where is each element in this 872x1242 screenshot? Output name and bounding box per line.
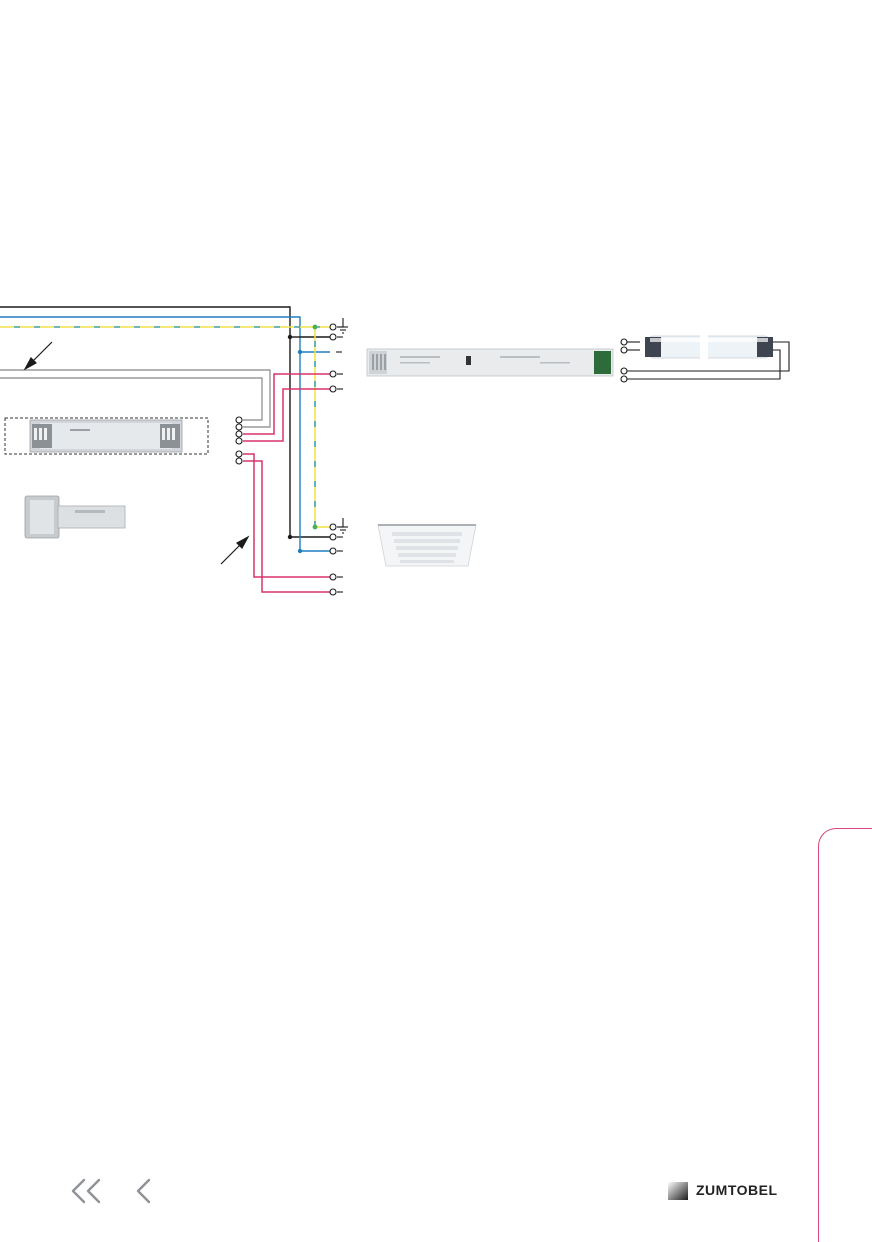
arrow-lower [220,535,250,565]
brand-footer: ZUMTOBEL [668,1180,778,1200]
terminals-lower [329,523,337,596]
previous-page-icon[interactable] [136,1178,151,1204]
main-supply-lines [0,306,330,552]
connector-terminals [235,416,243,465]
neutral-wire-top [0,316,330,552]
lamp-wiring [627,341,790,380]
earth-symbol-upper [337,318,348,334]
grey-wire-inner [0,377,263,421]
grey-wire-top [0,369,271,428]
through-wiring-connector-image [4,417,209,455]
terminal-stubs-upper [336,336,343,390]
junction-dots [287,324,318,554]
first-page-icon[interactable] [71,1178,101,1204]
terminal-stubs-lower [337,536,343,593]
lamp-terminals [620,338,628,383]
control-wires-red [243,373,330,593]
brand-name: ZUMTOBEL [696,1182,778,1198]
previous-page-button[interactable] [130,1175,156,1205]
ballast-image [366,348,614,377]
led-panel-image [377,524,477,567]
phase-wire-top [0,306,330,538]
first-page-button[interactable] [66,1175,100,1205]
side-tab [818,828,872,1242]
fluorescent-lamp-image [645,334,773,360]
terminal-block-image [24,495,126,539]
arrow-upper [23,341,53,371]
brand-logo-icon [668,1182,688,1200]
terminals-upper [329,323,337,393]
earth-symbol-lower [337,518,348,534]
earth-wire [0,326,330,528]
